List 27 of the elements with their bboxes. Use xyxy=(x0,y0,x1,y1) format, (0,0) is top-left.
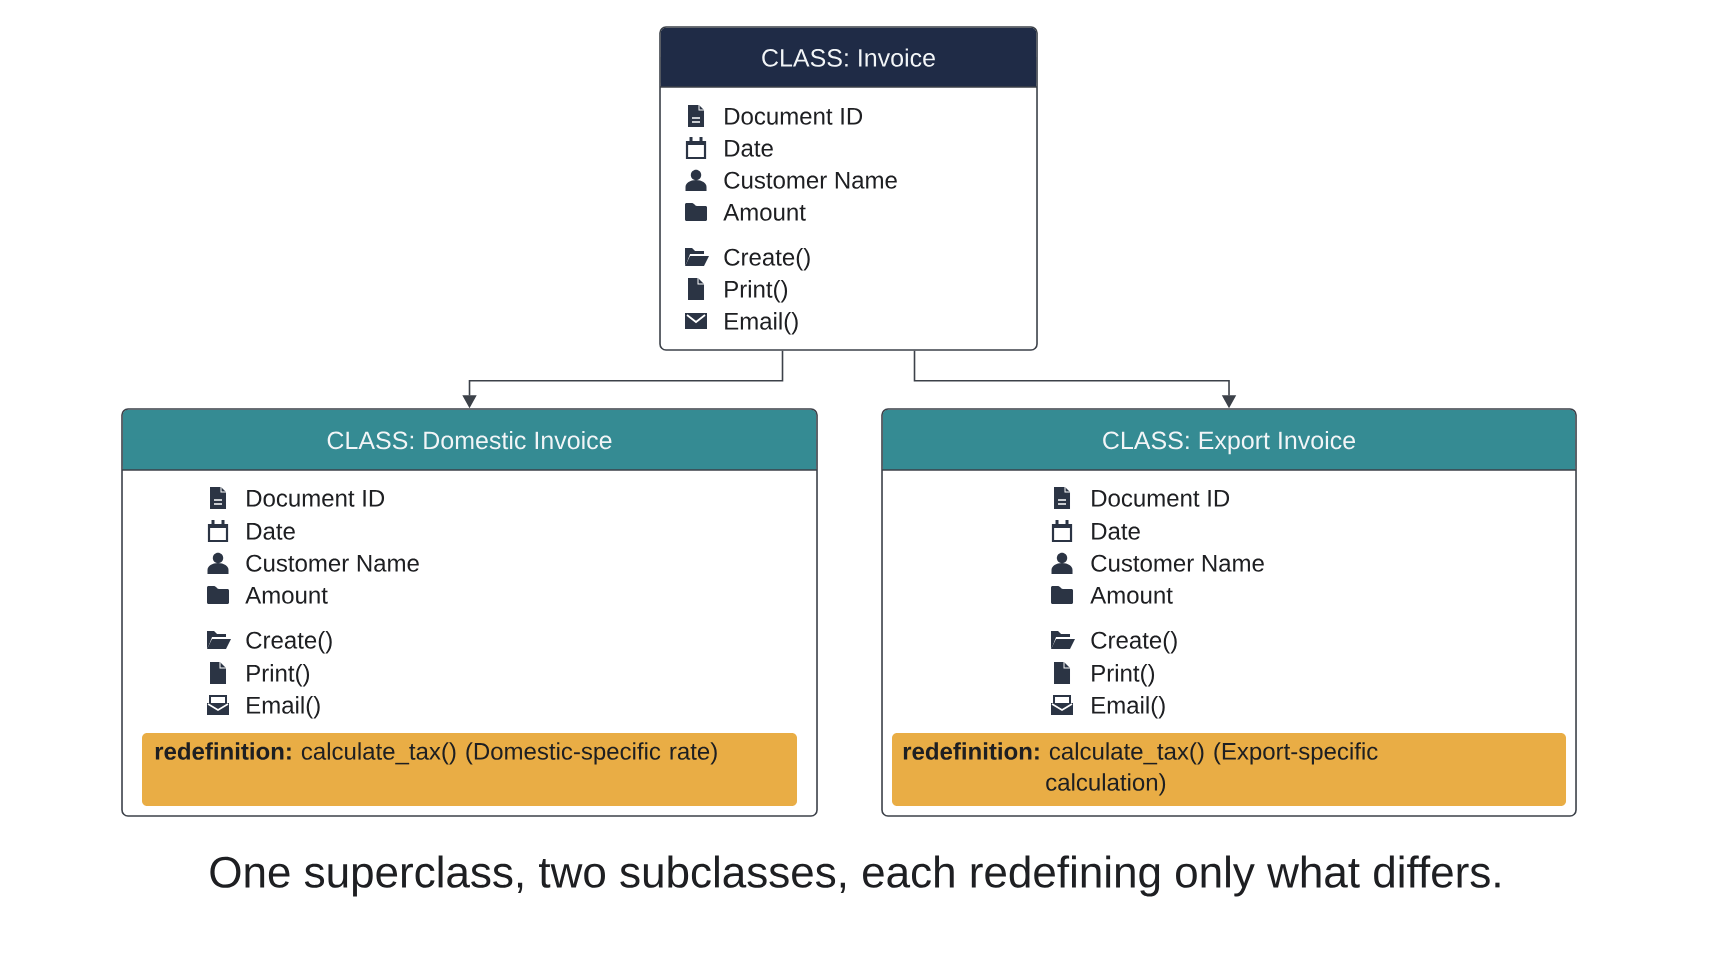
method-label: Create() xyxy=(724,248,810,271)
method-label: Email() xyxy=(1092,696,1165,719)
attribute-label: Amount xyxy=(723,204,806,221)
attribute-label: Document ID xyxy=(725,108,863,125)
method-label: Email() xyxy=(725,312,798,335)
attribute-label: Customer Name xyxy=(1091,554,1264,572)
redefinition-box: redefinition: calculate_tax() (Domestic-specific rate) xyxy=(142,733,797,806)
caption: One superclass, two subclasses, each redefining only what differs. xyxy=(210,855,1500,897)
attribute-label: Document ID xyxy=(247,490,385,507)
method-label: Print() xyxy=(1092,664,1155,687)
class-header: CLASS: Invoice xyxy=(659,27,1038,88)
class-header: CLASS: Export Invoice xyxy=(881,409,1577,471)
attribute-label: Date xyxy=(1092,523,1140,540)
attribute-label: Customer Name xyxy=(246,554,419,572)
attribute-label: Amount xyxy=(1090,587,1173,604)
method-label: Print() xyxy=(725,280,788,303)
method-label: Create() xyxy=(1091,631,1177,654)
attribute-label: Date xyxy=(725,140,773,157)
class-header: CLASS: Domestic Invoice xyxy=(121,409,818,471)
attribute-label: Date xyxy=(247,523,295,540)
method-label: Create() xyxy=(246,631,332,654)
attribute-label: Amount xyxy=(245,587,328,604)
method-label: Email() xyxy=(247,696,320,719)
redefinition-box: redefinition: calculate_tax() (Export-specific calculation) xyxy=(892,733,1566,806)
method-label: Print() xyxy=(247,664,310,687)
attribute-label: Customer Name xyxy=(724,171,897,189)
attribute-label: Document ID xyxy=(1092,490,1230,507)
